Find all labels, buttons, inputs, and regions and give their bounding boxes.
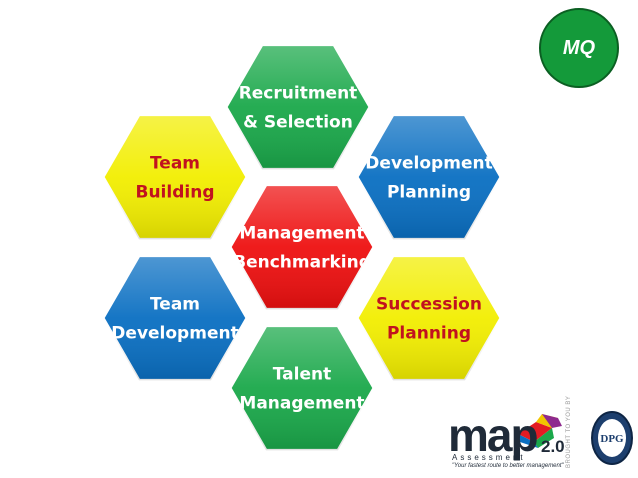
hexagon-team-building-label-line: Team xyxy=(150,154,200,174)
hexagon-succession-planning-label-line: Planning xyxy=(387,324,471,344)
hexagon-recruitment-shine xyxy=(226,44,370,170)
hexagon-team-development-label-line: Team xyxy=(150,295,200,315)
hexagon-team-development-label-line: Development xyxy=(111,324,238,344)
hexagon-development-planning-shine xyxy=(357,114,501,240)
map-logo-word: map xyxy=(448,409,539,461)
map-logo-subtitle: Assessment xyxy=(452,453,526,462)
mq-badge: MQ xyxy=(539,8,619,88)
hexagon-recruitment-label-line: Recruitment xyxy=(239,84,358,104)
mq-badge-text: MQ xyxy=(562,36,596,59)
hexagon-development-planning-label-line: Development xyxy=(365,154,492,174)
hexagon-team-building-label-line: Building xyxy=(136,183,215,203)
map-logo-version: 2.0 xyxy=(541,437,565,456)
hexagon-succession-planning-label-line: Succession xyxy=(376,295,482,315)
hexagon-recruitment-label-line: & Selection xyxy=(243,113,353,133)
hexagon-management-benchmarking-shine xyxy=(230,184,374,310)
hexagon-team-building-shine xyxy=(103,114,247,240)
hexagon-development-planning-label-line: Planning xyxy=(387,183,471,203)
hexagon-succession-planning-shine xyxy=(357,255,501,381)
hexagon-talent-management-shine xyxy=(230,325,374,451)
dpg-seal-icon: DPG xyxy=(591,411,633,465)
brought-by-text: BROUGHT TO YOU BY xyxy=(566,395,572,468)
hexagon-management-benchmarking-label-line: Benchmarking xyxy=(233,253,371,273)
hexagon-recruitment: Recruitment & Selection xyxy=(224,43,372,171)
map-logo-cube-icon xyxy=(518,414,562,448)
hexagon-team-development-shine xyxy=(103,255,247,381)
dpg-seal-text: DPG xyxy=(600,433,624,445)
hexagon-talent-management-label-line: Management xyxy=(239,394,364,414)
hexagon-talent-management-label-line: Talent xyxy=(273,365,331,385)
map-logo-tagline: "Your fastest route to better management… xyxy=(452,463,564,469)
hexagon-management-benchmarking-label-line: Management xyxy=(239,224,364,244)
